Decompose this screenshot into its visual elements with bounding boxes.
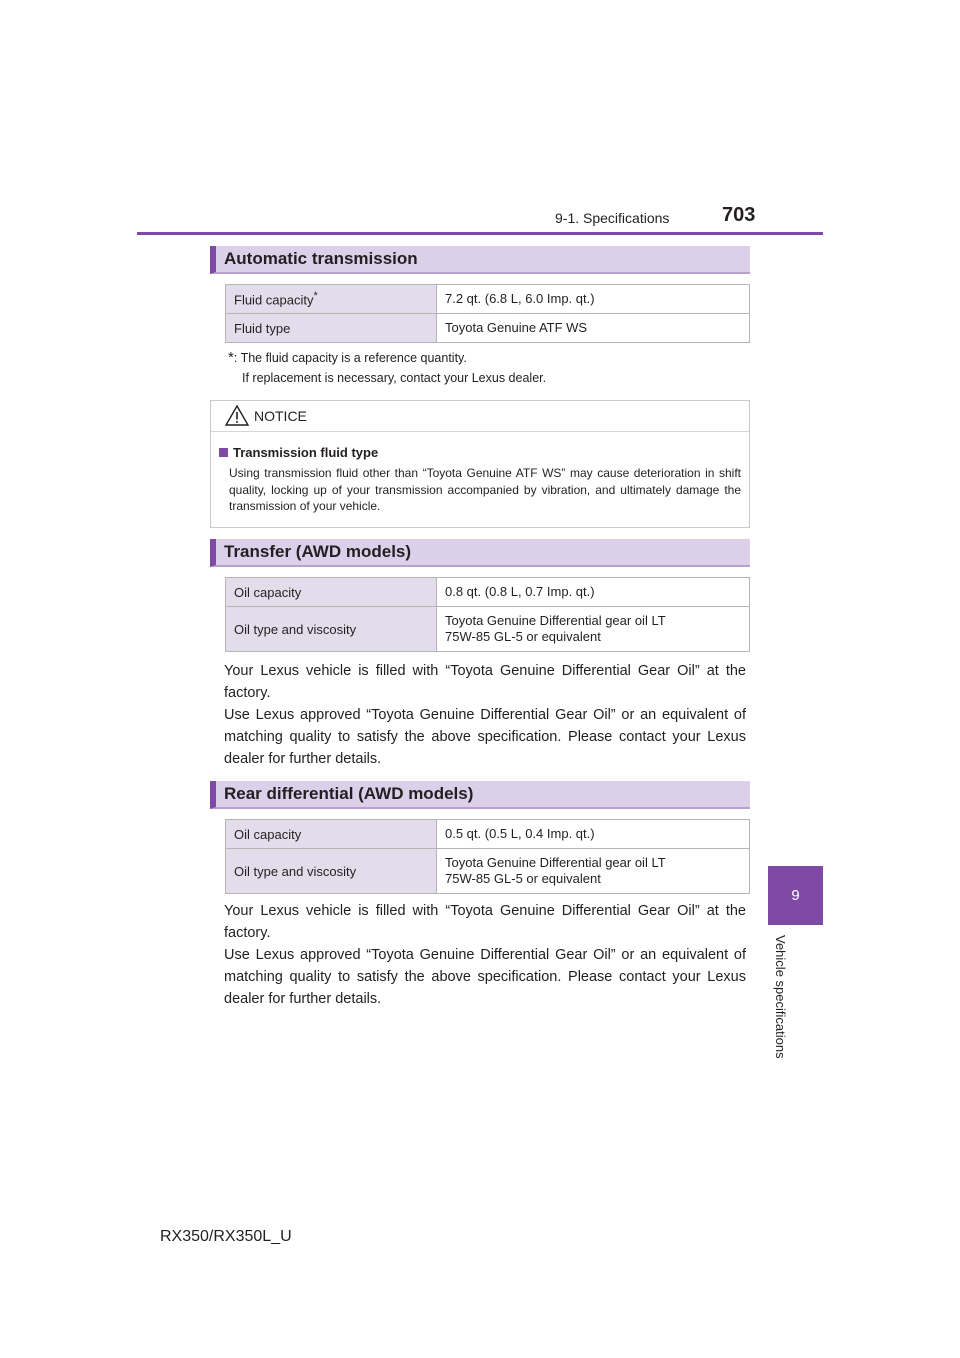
paragraph: Use Lexus approved “Toyota Genuine Diffe… bbox=[224, 707, 746, 767]
table-row: Oil capacity 0.5 qt. (0.5 L, 0.4 Imp. qt… bbox=[225, 819, 750, 849]
notice-label: NOTICE bbox=[254, 408, 307, 424]
table-key-cell: Oil capacity bbox=[225, 819, 437, 849]
table-row: Fluid capacity* 7.2 qt. (6.8 L, 6.0 Imp.… bbox=[225, 284, 750, 314]
warning-icon bbox=[225, 405, 249, 426]
section-title: Transfer (AWD models) bbox=[224, 542, 412, 561]
chapter-title: Vehicle specifications bbox=[773, 935, 788, 1059]
table-row: Oil capacity 0.8 qt. (0.8 L, 0.7 Imp. qt… bbox=[225, 577, 750, 607]
notice-header: NOTICE bbox=[211, 401, 749, 432]
table-key-cell: Oil type and viscosity bbox=[225, 606, 437, 652]
section-heading-rear-differential: Rear differential (AWD models) bbox=[210, 781, 750, 809]
notice-box: NOTICE Transmission fluid type Using tra… bbox=[210, 400, 750, 528]
footnote-asterisk: * bbox=[228, 349, 234, 366]
page-number: 703 bbox=[722, 204, 756, 226]
table-key-cell: Oil capacity bbox=[225, 577, 437, 607]
table-value-cell: Toyota Genuine ATF WS bbox=[436, 313, 750, 343]
table-row: Oil type and viscosity Toyota Genuine Di… bbox=[225, 606, 750, 652]
notice-subtitle: Transmission fluid type bbox=[219, 445, 378, 460]
footer-model: RX350/RX350L_U bbox=[160, 1228, 292, 1245]
section-title: Rear differential (AWD models) bbox=[224, 784, 474, 803]
table-row: Fluid type Toyota Genuine ATF WS bbox=[225, 313, 750, 343]
table-key-cell: Oil type and viscosity bbox=[225, 848, 437, 894]
section-heading-automatic-transmission: Automatic transmission bbox=[210, 246, 750, 274]
chapter-number: 9 bbox=[791, 887, 800, 904]
chapter-side-label: Vehicle specifications bbox=[768, 935, 788, 1085]
footnote-line: If replacement is necessary, contact you… bbox=[242, 371, 547, 385]
paragraph: Your Lexus vehicle is filled with “Toyot… bbox=[224, 663, 746, 701]
automatic-transmission-table: Fluid capacity* 7.2 qt. (6.8 L, 6.0 Imp.… bbox=[225, 284, 750, 343]
section-title: Automatic transmission bbox=[224, 249, 418, 268]
rear-differential-table: Oil capacity 0.5 qt. (0.5 L, 0.4 Imp. qt… bbox=[225, 819, 750, 894]
paragraph: Use Lexus approved “Toyota Genuine Diffe… bbox=[224, 947, 746, 1007]
square-bullet-icon bbox=[219, 448, 228, 457]
section-heading-transfer: Transfer (AWD models) bbox=[210, 539, 750, 567]
paragraph: Your Lexus vehicle is filled with “Toyot… bbox=[224, 903, 746, 941]
chapter-tab: 9 bbox=[768, 866, 823, 925]
transfer-table: Oil capacity 0.8 qt. (0.8 L, 0.7 Imp. qt… bbox=[225, 577, 750, 652]
table-value-cell: 0.5 qt. (0.5 L, 0.4 Imp. qt.) bbox=[436, 819, 750, 849]
notice-body: Using transmission fluid other than “Toy… bbox=[229, 466, 741, 513]
table-key-cell: Fluid type bbox=[225, 313, 437, 343]
table-row: Oil type and viscosity Toyota Genuine Di… bbox=[225, 848, 750, 894]
table-key-cell: Fluid capacity* bbox=[225, 284, 437, 314]
running-header-section: 9-1. Specifications bbox=[555, 210, 670, 226]
footnote-line: : The fluid capacity is a reference quan… bbox=[233, 351, 467, 365]
footnote: *: The fluid capacity is a reference qua… bbox=[228, 348, 546, 388]
header-rule bbox=[137, 232, 823, 235]
table-value-cell: 7.2 qt. (6.8 L, 6.0 Imp. qt.) bbox=[436, 284, 750, 314]
footnote-mark: * bbox=[313, 290, 318, 303]
table-value-cell: 0.8 qt. (0.8 L, 0.7 Imp. qt.) bbox=[436, 577, 750, 607]
